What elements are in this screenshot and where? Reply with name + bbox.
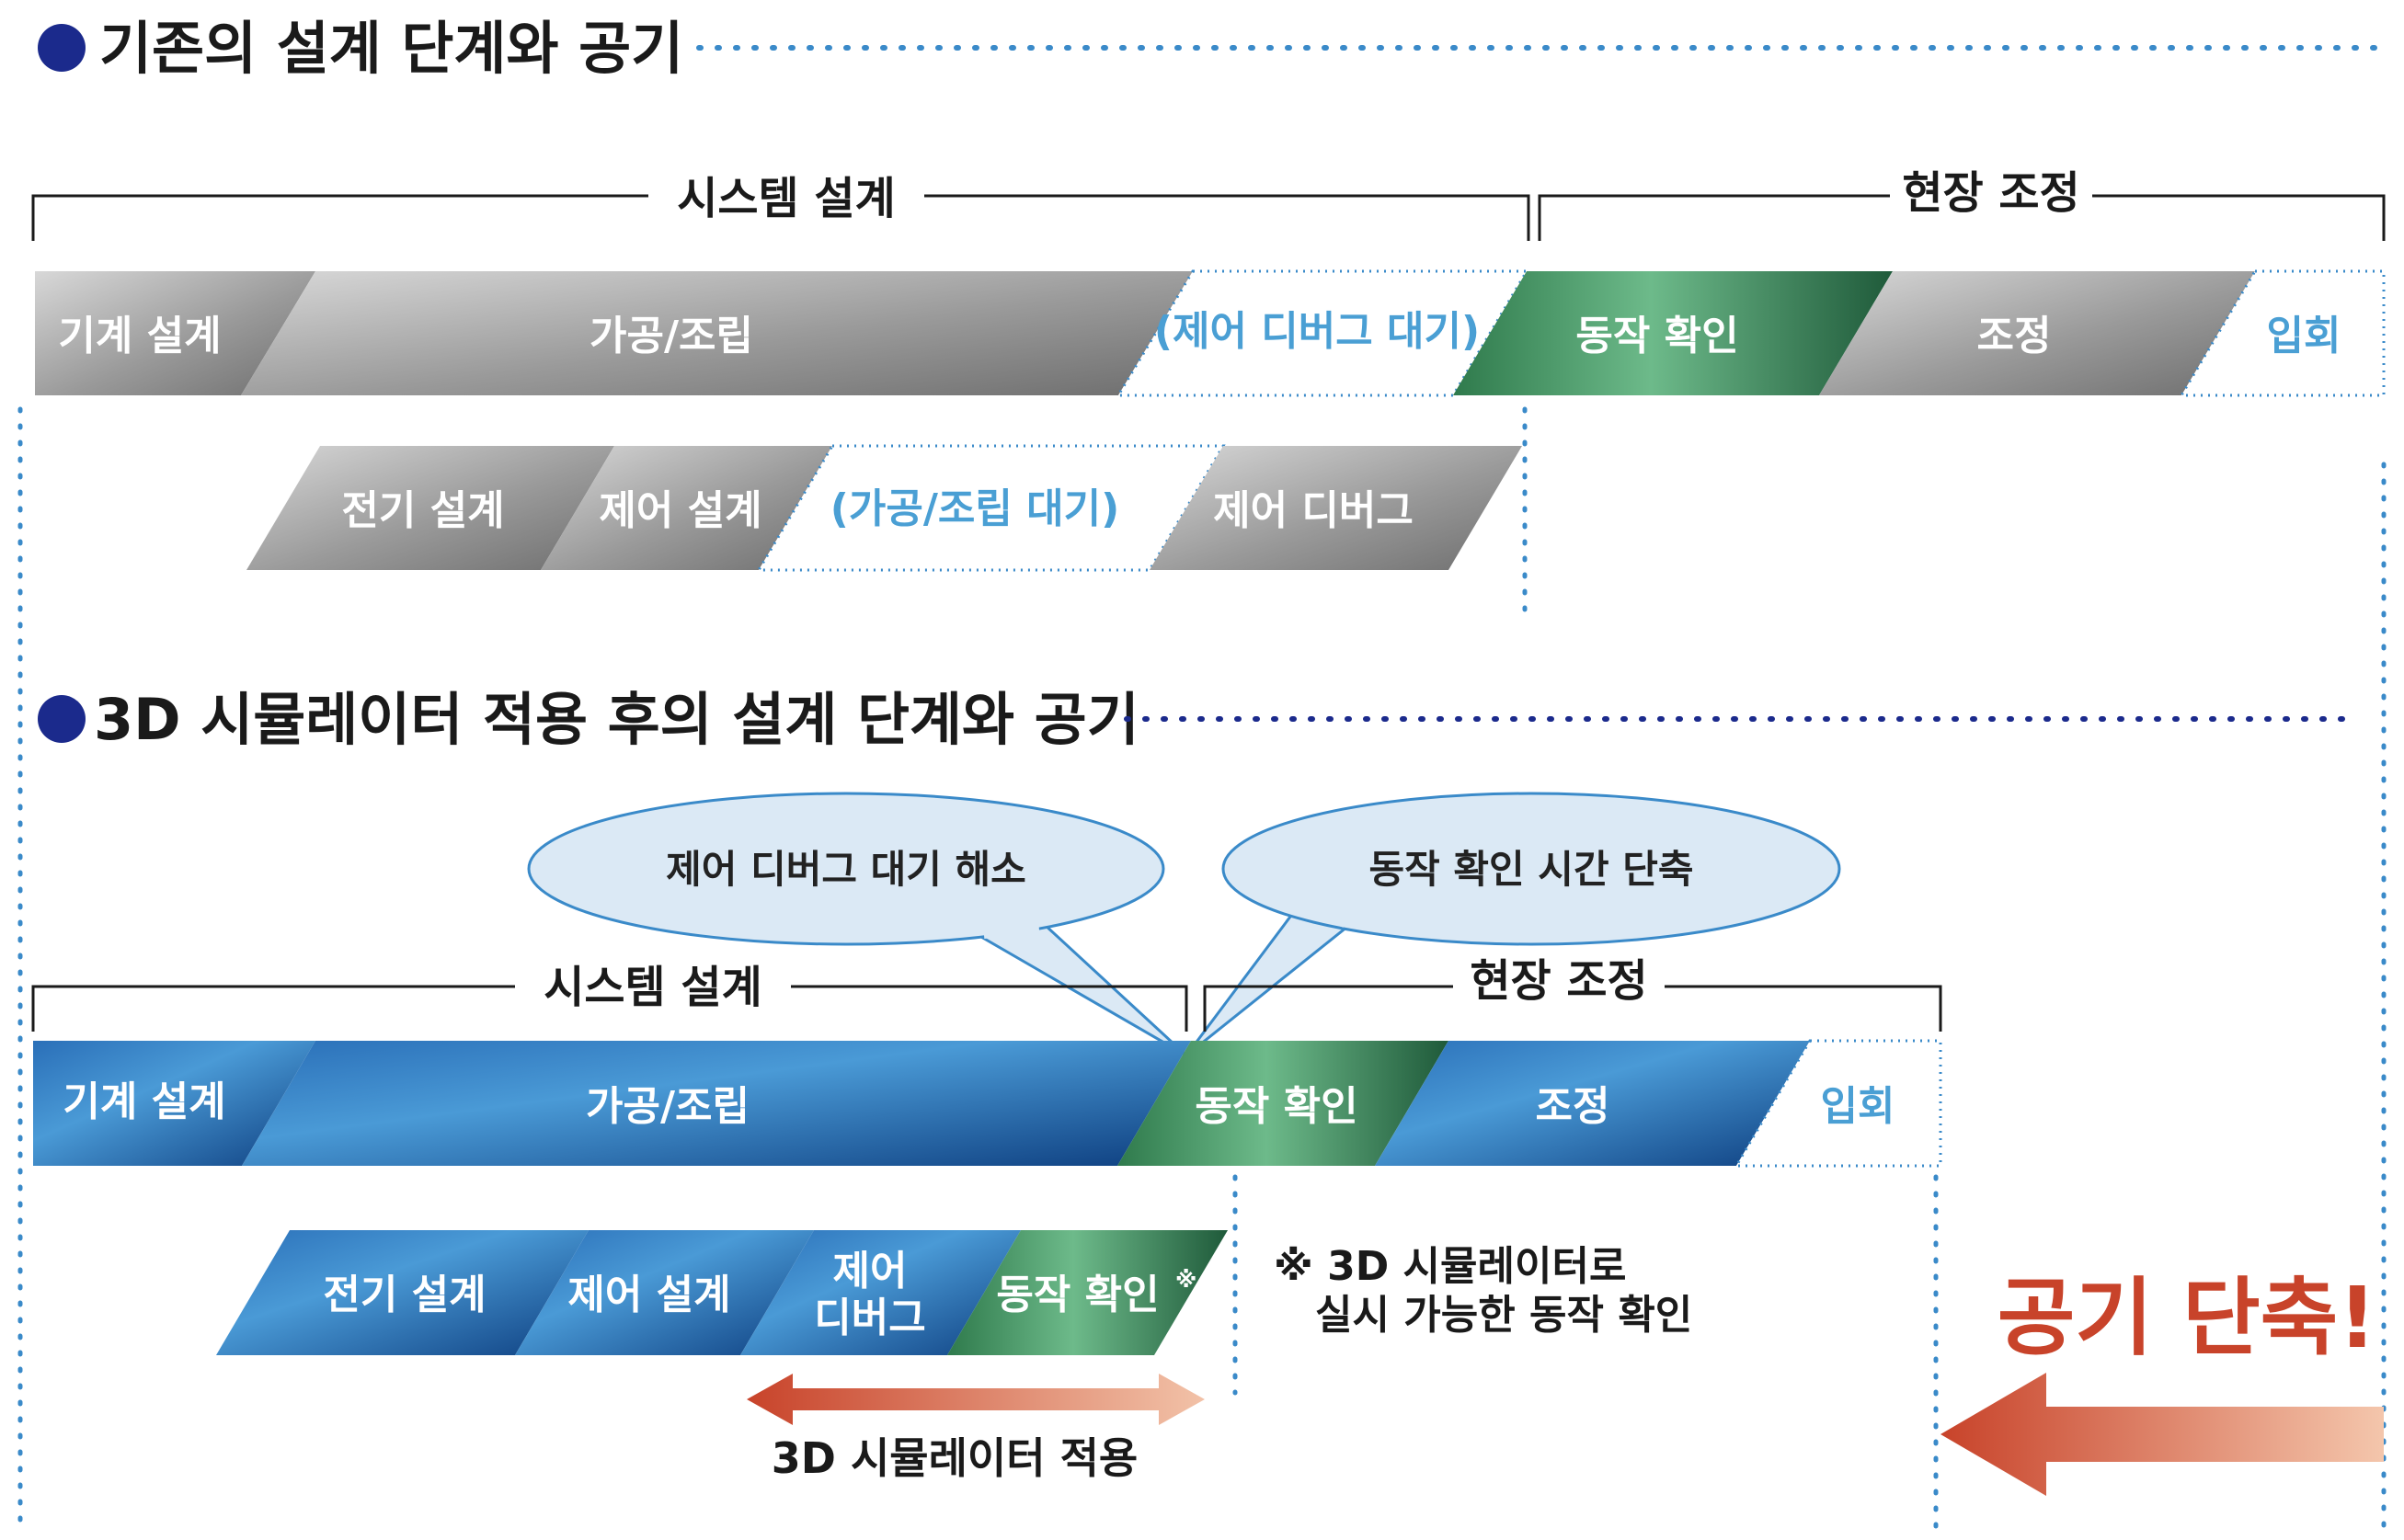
label-machining-wait-before: (가공/조립 대기) (830, 485, 1120, 532)
label-witness-before: 입회 (2267, 313, 2341, 359)
label-control-design-after: 제어 설계 (567, 1272, 730, 1318)
simulator-apply-label: 3D 시뮬레이터 적용 (772, 1433, 1138, 1483)
label-control-debug-wait-before: (제어 디버그 대기) (1154, 308, 1480, 355)
label-control-debug-before: 제어 디버그 (1213, 487, 1414, 534)
bracket-label-field-adjust-after: 현장 조정 (1470, 955, 1647, 1007)
bar-witness-after (1734, 1039, 1942, 1168)
label-adjustment-before: 조정 (1977, 313, 2052, 359)
bar-operation-check-sim-after (947, 1230, 1228, 1355)
note-line-2: 실시 가능한 동작 확인 (1315, 1292, 1692, 1339)
bracket-field-adjust-after (1203, 985, 1942, 1032)
label-debug-after: 디버그 (814, 1295, 925, 1341)
bar-control-debug-after (740, 1230, 1021, 1355)
label-mechanical-design-after: 기계 설계 (63, 1078, 225, 1125)
bubble-left-text: 제어 디버그 대기 해소 (666, 847, 1026, 892)
label-operation-check-after: 동작 확인 (1195, 1083, 1357, 1130)
bracket-system-design-before (31, 194, 1530, 241)
bar-mechanical-design-before (35, 271, 315, 395)
bar-control-debug-wait-before (1116, 269, 1529, 397)
bar-witness-before (2179, 269, 2386, 397)
label-operation-check-before: 동작 확인 (1575, 313, 1738, 359)
label-note-mark: ※ (1175, 1267, 1196, 1293)
bar-operation-check-before (1453, 271, 1893, 395)
bar-electrical-design-after (216, 1230, 589, 1355)
section-after-bullet (38, 695, 86, 743)
bar-mechanical-design-after (33, 1041, 315, 1166)
bar-control-design-before (541, 446, 832, 570)
label-adjustment-after: 조정 (1536, 1083, 1610, 1130)
bubble-right (1185, 792, 1841, 1057)
label-machining-assembly-before: 가공/조립 (590, 313, 753, 359)
label-operation-check-sim-after: 동작 확인 (996, 1272, 1159, 1318)
bar-operation-check-after (1117, 1041, 1448, 1166)
section-before-bullet (38, 24, 86, 72)
bar-electrical-design-before (246, 446, 614, 570)
label-control-design-before: 제어 설계 (599, 487, 761, 534)
bracket-system-design-after (31, 985, 1188, 1032)
label-electrical-design-before: 전기 설계 (341, 487, 504, 534)
bar-control-design-after (515, 1230, 814, 1355)
section-before-title: 기존의 설계 단계와 공기 (99, 15, 683, 82)
label-mechanical-design-before: 기계 설계 (58, 313, 221, 359)
bar-control-debug-before (1150, 446, 1522, 570)
bar-adjustment-before (1819, 271, 2255, 395)
note-line-1: ※ 3D 시뮬레이터로 (1274, 1243, 1626, 1290)
bracket-field-adjust-before (1538, 194, 2386, 241)
bubble-left (527, 792, 1188, 1057)
bar-machining-wait-before (756, 444, 1226, 572)
section-after-title: 3D 시뮬레이터 적용 후의 설계 단계와 공기 (94, 686, 1139, 753)
shorten-arrow (1940, 1373, 2384, 1496)
bar-machining-assembly-before (241, 271, 1193, 395)
shorten-label: 공기 단축! (1998, 1269, 2377, 1367)
bubble-right-text: 동작 확인 시간 단축 (1369, 847, 1694, 892)
bracket-label-system-design-after: 시스템 설계 (544, 962, 762, 1013)
label-witness-after: 입회 (1821, 1083, 1895, 1130)
simulator-apply-arrow (747, 1374, 1205, 1425)
bar-adjustment-after (1375, 1041, 1810, 1166)
bracket-label-system-design-before: 시스템 설계 (677, 173, 896, 224)
label-control-after: 제어 (833, 1248, 908, 1295)
label-electrical-design-after: 전기 설계 (323, 1272, 486, 1318)
label-machining-assembly-after: 가공/조립 (586, 1083, 750, 1130)
bracket-label-field-adjust-before: 현장 조정 (1902, 167, 2079, 219)
bar-machining-assembly-after (242, 1041, 1191, 1166)
